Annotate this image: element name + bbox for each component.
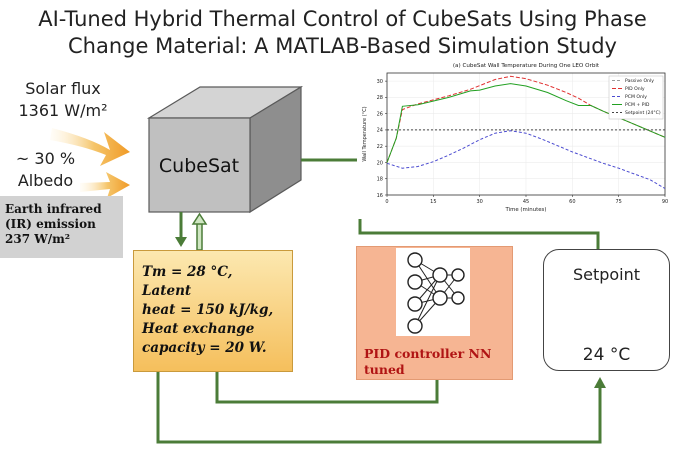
y-tick-label: 20 [377,160,383,166]
x-tick-label: 0 [385,199,388,205]
x-tick-label: 60 [569,199,575,205]
y-tick-label: 26 [377,111,383,117]
albedo-title: Albedo [17,171,74,190]
pid-controller-label: PID controller NN tuned [358,346,511,378]
legend-entry: PCM Only [625,94,647,100]
pcm-to-pid-line [215,372,439,404]
earth-ir-line-3: 237 W/m² [5,232,71,246]
setpoint-box [543,249,670,371]
legend-entry: PCM + PID [625,102,650,108]
pid-label-line-2: tuned [364,362,405,377]
x-tick-label: 15 [430,199,436,205]
title-line-1: AI-Tuned Hybrid Thermal Control of CubeS… [38,7,647,31]
pcm-to-setpoint-line [156,372,602,444]
pcm-parameters-box: Tm = 28 °C, Latent heat = 150 kJ/kg, Hea… [133,250,293,372]
title-line-2: Change Material: A MATLAB-Based Simulati… [68,34,617,58]
cube-front-face [148,117,251,213]
nn-input-node [407,274,423,290]
solar-flux-title: Solar flux [25,79,101,98]
y-tick-label: 24 [377,128,383,134]
series-line [386,130,666,189]
pcm-to-setpoint-arrowhead [594,377,606,388]
y-axis-label: Wall Temperature (°C) [362,106,368,161]
x-tick-label: 30 [476,199,482,205]
solar-flux-arrow [50,128,130,166]
setpoint-value: 24 °C [582,345,631,365]
legend-box [608,75,664,120]
y-tick-label: 30 [377,79,383,85]
cubesat-to-pcm-arrowhead [175,237,187,247]
temperature-chart: (a) CubeSat Wall Temperature During One … [357,59,675,219]
nn-input-node [407,252,423,268]
pcm-line-3: Heat exchange [142,321,255,337]
y-tick-label: 16 [377,193,383,199]
pcm-to-cubesat-shaft [196,222,203,251]
solar-flux-value: 1361 W/m² [18,101,108,120]
pid-label-line-1: PID controller NN [364,346,492,361]
x-tick-label: 75 [615,199,621,205]
neural-network-panel [396,248,470,336]
albedo-value: ~ 30 % [15,149,76,168]
cubesat-label: CubeSat [159,155,239,177]
setpoint-label: Setpoint [572,265,641,284]
chart-title: (a) CubeSat Wall Temperature During One … [453,63,600,69]
nn-input-node [407,296,423,312]
albedo-arrow [80,172,130,198]
legend-entry: Passive Only [625,78,654,84]
cubesat-block [146,85,304,214]
y-tick-label: 18 [377,177,383,183]
cubesat-to-setpoint-line [301,158,600,249]
nn-hidden-node [432,267,448,283]
pcm-line-2: heat = 150 kJ/kg, [142,302,274,318]
pcm-line-1: Tm = 28 °C, Latent [142,264,233,299]
nn-output-node [451,291,465,305]
nn-output-node [451,268,465,282]
pcm-to-cubesat-arrowhead [191,212,208,225]
x-tick-label: 45 [523,199,529,205]
temperature-chart-svg: (a) CubeSat Wall Temperature During One … [362,63,668,213]
legend-entry: Setpoint (24°C) [625,110,661,116]
page-title: AI-Tuned Hybrid Thermal Control of CubeS… [0,6,685,60]
solar-flux-label: Solar flux 1361 W/m² [8,78,118,122]
pcm-line-4: capacity = 20 W. [142,340,267,356]
x-tick-label: 90 [662,199,668,205]
nn-hidden-node [432,290,448,306]
earth-ir-box: Earth infrared (IR) emission 237 W/m² [0,196,123,258]
y-tick-label: 22 [377,144,383,150]
legend-entry: PID Only [625,86,645,92]
earth-ir-line-2: (IR) emission [5,217,96,231]
y-tick-label: 28 [377,95,383,101]
nn-input-node [407,318,423,334]
x-axis-label: Time (minutes) [505,207,547,213]
albedo-label: ~ 30 % Albedo [8,148,83,192]
series-line [386,83,666,163]
connector-lines [156,158,602,444]
earth-ir-line-1: Earth infrared [5,202,102,216]
neural-network-icon [407,252,465,334]
